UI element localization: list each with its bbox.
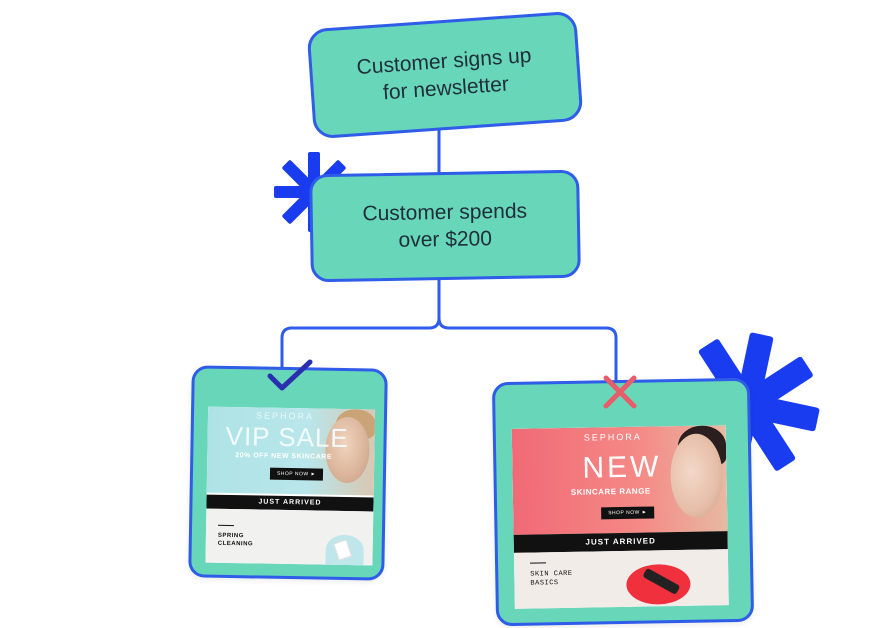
node-spends-over-200: Customer spends over $200 — [309, 170, 581, 283]
shop-now-button: SHOP NOW ► — [270, 468, 323, 481]
brand-logo: SEPHORA — [584, 432, 642, 443]
node-spends-label: Customer spends over $200 — [362, 198, 527, 255]
email-preview-vip: SEPHORA VIP SALE 20% OFF NEW SKINCARE SH… — [205, 407, 375, 566]
email-subline: SKINCARE RANGE — [571, 487, 651, 497]
email-card-vip-sale: SEPHORA VIP SALE 20% OFF NEW SKINCARE SH… — [188, 365, 388, 580]
email-card-new-skincare: SEPHORA NEW SKINCARE RANGE SHOP NOW ► JU… — [492, 378, 754, 626]
connector-branch-right — [439, 318, 616, 383]
brand-logo: SEPHORA — [256, 410, 314, 421]
node-signs-up: Customer signs up for newsletter — [306, 11, 583, 140]
node-signs-up-label: Customer signs up for newsletter — [356, 42, 534, 108]
checkmark-icon — [266, 358, 316, 394]
email-headline: VIP SALE — [225, 421, 349, 454]
section-label: SKIN CARE BASICS — [530, 570, 590, 589]
email-preview-new: SEPHORA NEW SKINCARE RANGE SHOP NOW ► JU… — [512, 425, 729, 609]
shop-now-button: SHOP NOW ► — [601, 506, 654, 519]
email-headline: NEW — [582, 450, 662, 485]
section-label: SPRING CLEANING — [218, 532, 278, 549]
cross-icon — [600, 372, 640, 412]
